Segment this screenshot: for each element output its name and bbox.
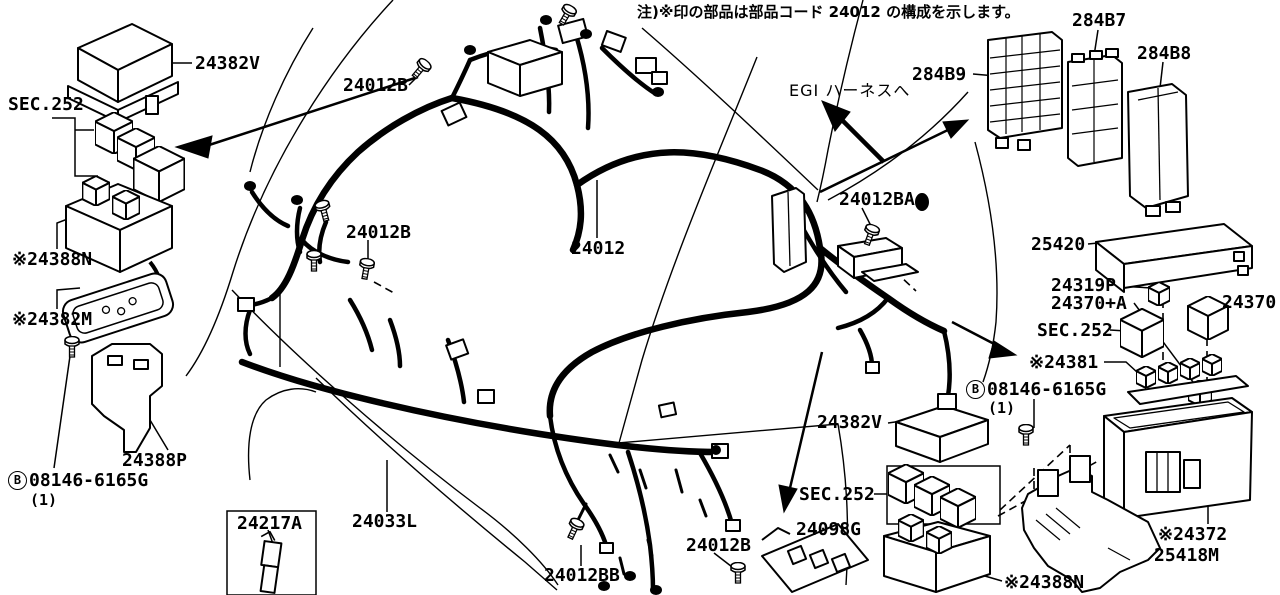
bolt-part-number: 08146-6165G — [29, 469, 149, 491]
part-24388n-block-a — [66, 176, 172, 292]
bolt-left-qty: (1) — [30, 491, 58, 509]
part-top-connector-cluster — [442, 19, 667, 126]
harness-grommets — [245, 16, 928, 594]
bolt-part-number: 08146-6165G — [987, 378, 1107, 400]
part-label-24382v-b: 24382V — [817, 412, 883, 433]
circled-b-icon: B — [8, 471, 27, 490]
part-label-284b8: 284B8 — [1137, 43, 1192, 64]
part-label-24012b-b: 24012B — [346, 222, 412, 243]
part-24217a-clip — [254, 531, 283, 593]
direction-arrows — [176, 77, 1016, 512]
parts — [60, 16, 1252, 594]
part-24388p-bracket — [92, 344, 162, 452]
part-sec252-relay-b — [1120, 308, 1164, 358]
part-label-24388n-a: ※24388N — [12, 249, 93, 270]
note-text: 注)※印の部品は部品コード 24012 の構成を示します。 — [637, 3, 1020, 21]
part-label-25420: 25420 — [1031, 234, 1086, 255]
circled-b-icon: B — [966, 380, 985, 399]
part-label-24033l: 24033L — [352, 511, 418, 532]
part-284b9-fuse-block — [988, 32, 1062, 150]
part-284b7-fuse-block — [1068, 49, 1122, 166]
part-relay-cover-24382v-a — [68, 24, 178, 122]
part-label-24012b-c: 24012B — [686, 535, 752, 556]
part-24381-fuse-block — [1128, 354, 1248, 404]
part-label-24370: 24370 — [1222, 292, 1277, 313]
part-25420-box — [1096, 224, 1252, 292]
part-label-284b9: 284B9 — [912, 64, 967, 85]
part-label-24381: ※24381 — [1029, 352, 1099, 373]
part-label-24012ba: 24012BA — [839, 189, 915, 210]
part-24098g-bracket — [762, 524, 868, 592]
bolt-right-qty: (1) — [988, 399, 1016, 417]
part-label-24382v-a: 24382V — [195, 53, 261, 74]
part-label-24370a: 24370+A — [1051, 293, 1127, 314]
part-relay-cover-24382v-b — [896, 406, 988, 462]
part-label-24012bb: 24012BB — [544, 565, 620, 586]
egi-harness-note: EGI ハーネスへ — [789, 81, 911, 100]
part-label-24012b-a: 24012B — [343, 75, 409, 96]
part-label-24388n-b: ※24388N — [1004, 572, 1085, 593]
part-label-24388p: 24388P — [122, 450, 188, 471]
part-24372-box — [1104, 398, 1252, 518]
part-label-sec252-c: SEC.252 — [799, 484, 875, 505]
part-label-24319p: 24319P — [1051, 275, 1117, 296]
part-label-24012: 24012 — [571, 238, 626, 259]
part-label-284b7: 284B7 — [1072, 10, 1127, 31]
part-284b8-cover — [1128, 84, 1188, 216]
part-label-sec252-a: SEC.252 — [8, 94, 84, 115]
part-label-24372: ※24372 — [1158, 524, 1228, 545]
part-label-24382m: ※24382M — [12, 309, 93, 330]
part-24382m-plate — [60, 270, 176, 345]
part-label-sec252-b: SEC.252 — [1037, 320, 1113, 341]
harness-wiring — [242, 28, 950, 590]
part-label-25418m: 25418M — [1154, 545, 1220, 566]
part-24388n-block-b — [884, 514, 990, 592]
part-25418m-bracket — [1022, 456, 1160, 592]
part-label-24098g: 24098G — [796, 519, 862, 540]
part-center-relay-bracket — [772, 188, 918, 281]
part-24319p — [1148, 282, 1170, 306]
part-label-24217a: 24217A — [237, 513, 303, 534]
